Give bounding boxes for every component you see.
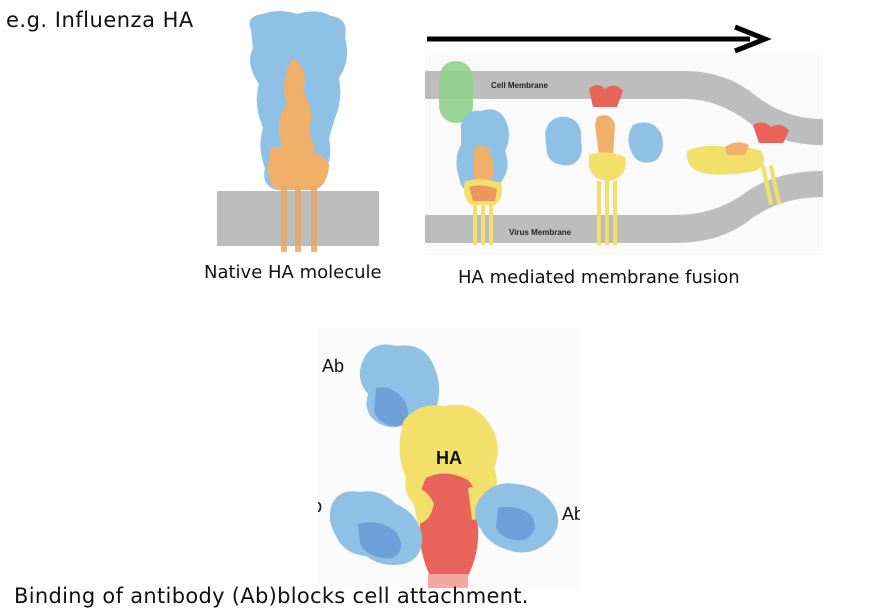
caption-native-ha: Native HA molecule bbox=[204, 262, 382, 283]
cell-membrane bbox=[425, 71, 823, 145]
ha-intermediate-anchor-2 bbox=[605, 181, 609, 245]
ha-postfusion-anchor-2 bbox=[768, 165, 782, 205]
antibody-top bbox=[359, 344, 440, 428]
ha-intermediate bbox=[545, 85, 663, 181]
ab-label-left: Ab bbox=[318, 496, 322, 516]
page-title: e.g. Influenza HA bbox=[6, 8, 194, 32]
ha-anchor-2 bbox=[295, 186, 301, 252]
cell-membrane-label: Cell Membrane bbox=[491, 81, 548, 90]
fusion-figure: Cell Membrane Virus Membrane bbox=[425, 55, 823, 255]
antibody-binding-figure: Ab Ab Ab HA bbox=[300, 328, 584, 590]
ha-intermediate-anchor-3 bbox=[613, 181, 617, 245]
virus-membrane bbox=[425, 171, 823, 243]
ha-prefusion-anchor-3 bbox=[489, 205, 493, 245]
ha-anchor-3 bbox=[311, 186, 317, 252]
ha-label: HA bbox=[436, 448, 462, 468]
antibody-right bbox=[475, 483, 559, 553]
ab-label-right: Ab bbox=[562, 504, 580, 524]
ha-postfusion-anchor-1 bbox=[760, 165, 774, 205]
ha-prefusion bbox=[456, 109, 509, 205]
ha-intermediate-anchor-1 bbox=[597, 181, 601, 245]
ha-postfusion bbox=[686, 122, 789, 175]
ab-label-top: Ab bbox=[322, 356, 344, 376]
direction-arrow-icon bbox=[427, 24, 772, 54]
caption-fusion: HA mediated membrane fusion bbox=[458, 267, 740, 288]
virus-membrane-label: Virus Membrane bbox=[509, 228, 572, 237]
ha-prefusion-anchor-2 bbox=[481, 205, 485, 245]
ha-prefusion-anchor-1 bbox=[473, 205, 477, 245]
native-ha-figure bbox=[217, 8, 379, 253]
antibody-left bbox=[329, 491, 423, 565]
caption-binding: Binding of antibody (Ab)blocks cell atta… bbox=[14, 584, 529, 608]
ha-protein-structure bbox=[249, 11, 347, 190]
ha-anchor-1 bbox=[281, 186, 287, 252]
ha-stem-base bbox=[428, 574, 468, 588]
green-cell-marker bbox=[439, 61, 473, 123]
